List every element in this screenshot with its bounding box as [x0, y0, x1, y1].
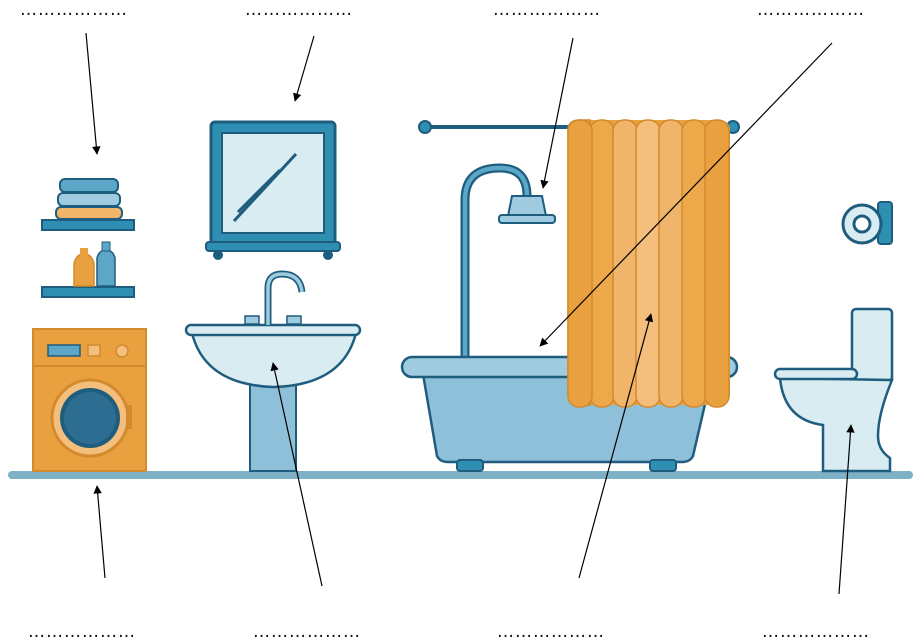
shower-curtain — [568, 120, 730, 407]
pointer-arrow-mirror — [295, 36, 314, 101]
shelf-with-towels — [42, 179, 134, 230]
pointer-arrow-washing-machine — [97, 486, 105, 578]
mirror — [206, 122, 340, 260]
shower — [465, 168, 555, 360]
shelf-with-bottles — [42, 242, 134, 297]
toilet — [775, 309, 892, 471]
floor-line — [8, 471, 913, 479]
sink — [186, 274, 360, 471]
toilet-paper-holder — [843, 202, 892, 244]
washing-machine — [33, 329, 146, 471]
pointer-arrow-towels — [86, 33, 97, 154]
